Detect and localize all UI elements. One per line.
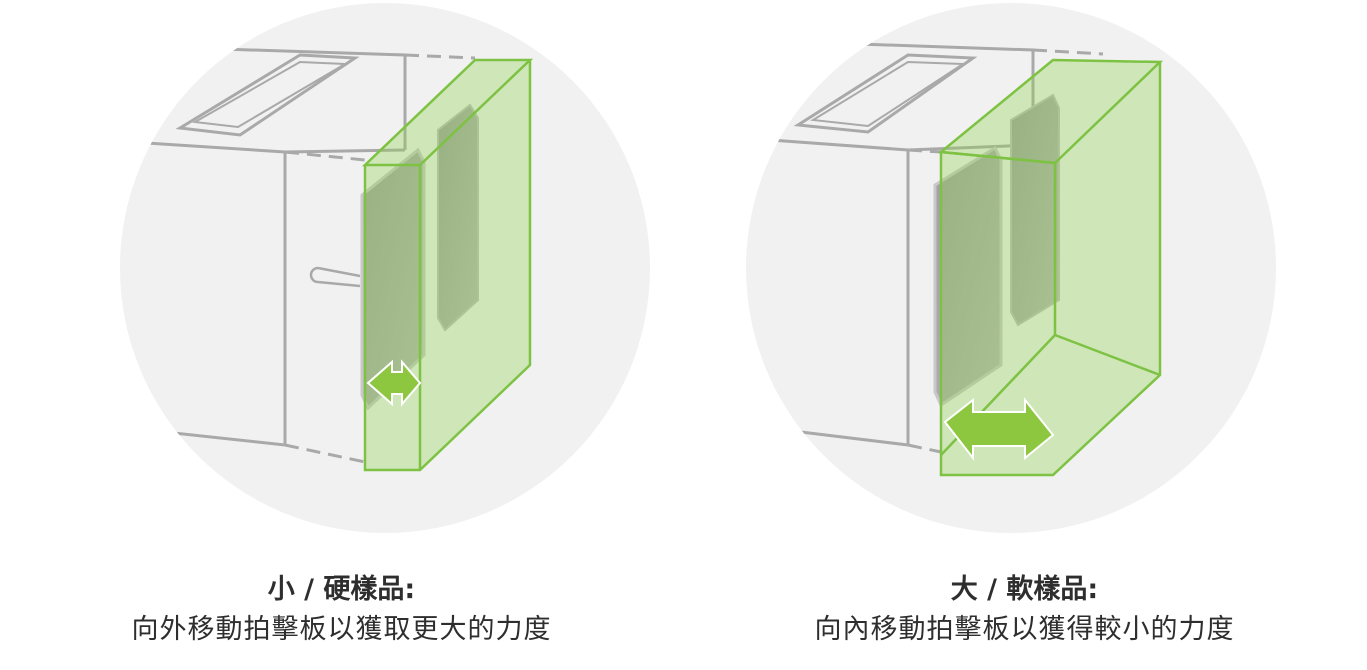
panel-small-hard: 小 / 硬樣品: 向外移動拍擊板以獲取更大的力度 bbox=[0, 0, 683, 670]
force-arrow-icon bbox=[943, 397, 1055, 461]
sample-volume bbox=[941, 60, 1160, 475]
impact-plate bbox=[360, 147, 426, 411]
sample-volume-outline bbox=[937, 58, 1164, 477]
large-soft-illustration bbox=[746, 3, 1276, 533]
device-outline bbox=[120, 43, 476, 464]
force-arrow-icon bbox=[366, 359, 422, 407]
panel-large-soft: 大 / 軟樣品: 向內移動拍擊板以獲得較小的力度 bbox=[683, 0, 1366, 670]
sample-volume-outline bbox=[361, 58, 534, 472]
panel-description: 向內移動拍擊板以獲得較小的力度 bbox=[814, 614, 1235, 645]
back-plate bbox=[1010, 93, 1060, 327]
impact-plate bbox=[933, 145, 1003, 408]
panel-description: 向外移動拍擊板以獲取更大的力度 bbox=[131, 614, 552, 645]
panel-title: 小 / 硬樣品: bbox=[267, 574, 416, 605]
panel-title: 大 / 軟樣品: bbox=[950, 574, 1099, 605]
back-plate bbox=[437, 103, 479, 332]
small-hard-illustration bbox=[120, 3, 650, 533]
